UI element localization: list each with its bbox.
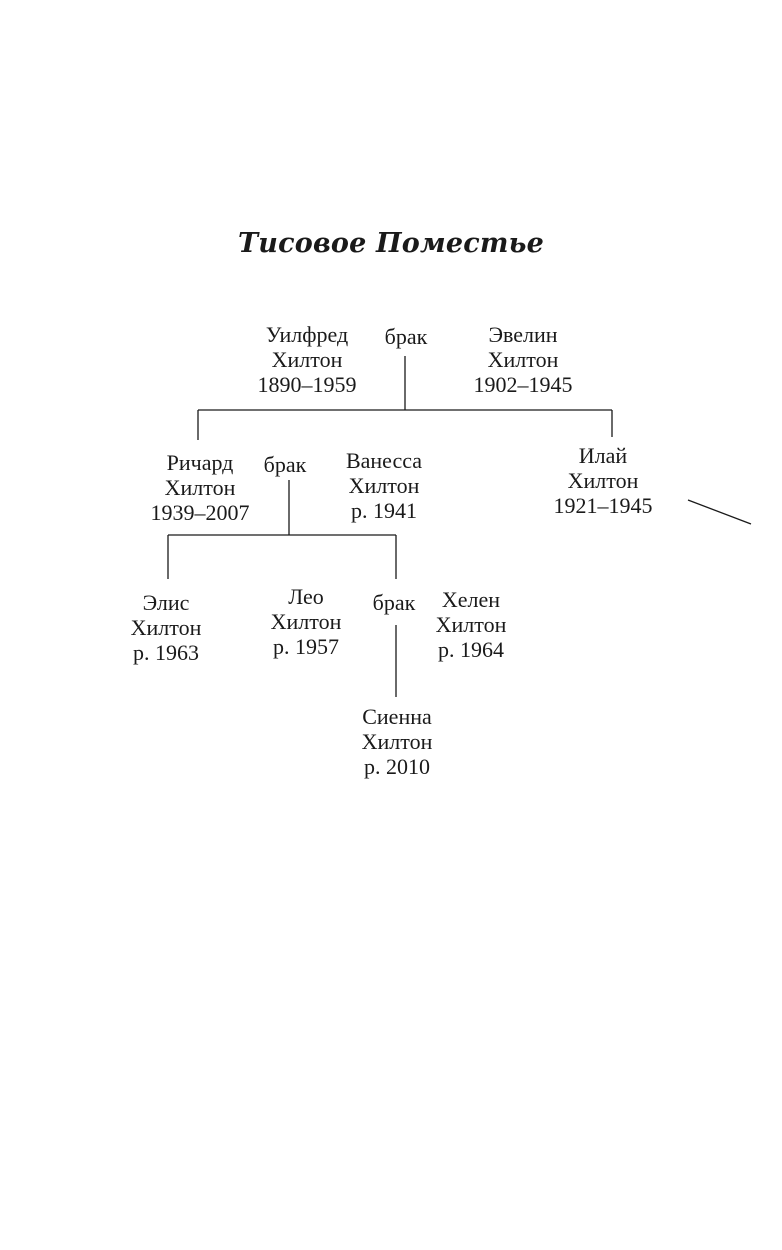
person-first-name: Лео	[288, 584, 324, 609]
person-dates: р. 1957	[273, 634, 339, 659]
person-last-name: Хилтон	[130, 615, 202, 640]
marriage-label: брак	[384, 324, 428, 349]
person-wilfred: Уилфред Хилтон 1890–1959	[227, 322, 387, 397]
person-first-name: Хелен	[441, 587, 501, 612]
person-last-name: Хилтон	[567, 468, 639, 493]
person-last-name: Хилтон	[271, 347, 343, 372]
person-dates: р. 2010	[364, 754, 430, 779]
person-last-name: Хилтон	[270, 609, 342, 634]
person-first-name: Сиенна	[362, 704, 432, 729]
marriage-label: брак	[372, 590, 416, 615]
person-dates: 1939–2007	[150, 500, 250, 525]
person-dates: 1890–1959	[257, 372, 357, 397]
person-alice: Элис Хилтон р. 1963	[86, 590, 246, 665]
person-first-name: Ванесса	[345, 448, 423, 473]
person-last-name: Хилтон	[487, 347, 559, 372]
person-first-name: Элис	[142, 590, 190, 615]
person-last-name: Хилтон	[164, 475, 236, 500]
person-leo: Лео Хилтон р. 1957	[226, 584, 386, 659]
person-last-name: Хилтон	[348, 473, 420, 498]
person-dates: р. 1964	[438, 637, 504, 662]
person-evelyn: Эвелин Хилтон 1902–1945	[443, 322, 603, 397]
person-dates: р. 1941	[351, 498, 417, 523]
person-richard: Ричард Хилтон 1939–2007	[120, 450, 280, 525]
person-dates: 1921–1945	[553, 493, 653, 518]
person-first-name: Ричард	[166, 450, 234, 475]
person-last-name: Хилтон	[361, 729, 433, 754]
page-title: Тисовое Поместье	[237, 228, 545, 259]
person-dates: 1902–1945	[473, 372, 573, 397]
person-vanessa: Ванесса Хилтон р. 1941	[304, 448, 464, 523]
marriage-label: брак	[263, 452, 307, 477]
offpage-branch-line	[687, 499, 752, 525]
person-sienna: Сиенна Хилтон р. 2010	[317, 704, 477, 779]
person-first-name: Эвелин	[488, 322, 558, 347]
person-first-name: Уилфред	[265, 322, 349, 347]
person-dates: р. 1963	[133, 640, 199, 665]
person-first-name: Илай	[578, 443, 628, 468]
person-helen: Хелен Хилтон р. 1964	[391, 587, 551, 662]
person-eli: Илай Хилтон 1921–1945	[523, 443, 683, 518]
person-last-name: Хилтон	[435, 612, 507, 637]
